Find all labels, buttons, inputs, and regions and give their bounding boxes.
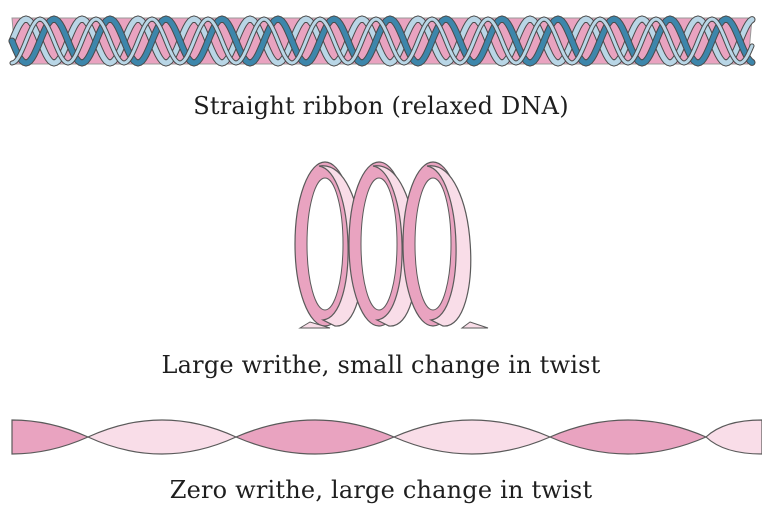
coil-loop-hole-3 [415,178,451,310]
twist-segment-6 [706,420,762,454]
coil-loop-hole-2 [361,178,397,310]
twisted-ribbon-zero-writhe [12,420,762,454]
coiled-ribbon-large-writhe [295,162,488,328]
coil-loop-hole-1 [307,178,343,310]
straight-ribbon-relaxed-dna [12,18,752,64]
coil-end-right [462,322,488,328]
caption-large-writhe: Large writhe, small change in twist [0,351,762,379]
twist-segment-2 [88,420,236,454]
twist-segment-1 [12,420,88,454]
twist-segment-3 [236,420,394,454]
caption-zero-writhe: Zero writhe, large change in twist [0,476,762,504]
twist-segment-5 [550,420,706,454]
caption-straight-ribbon: Straight ribbon (relaxed DNA) [0,92,762,120]
twist-segment-4 [394,420,550,454]
